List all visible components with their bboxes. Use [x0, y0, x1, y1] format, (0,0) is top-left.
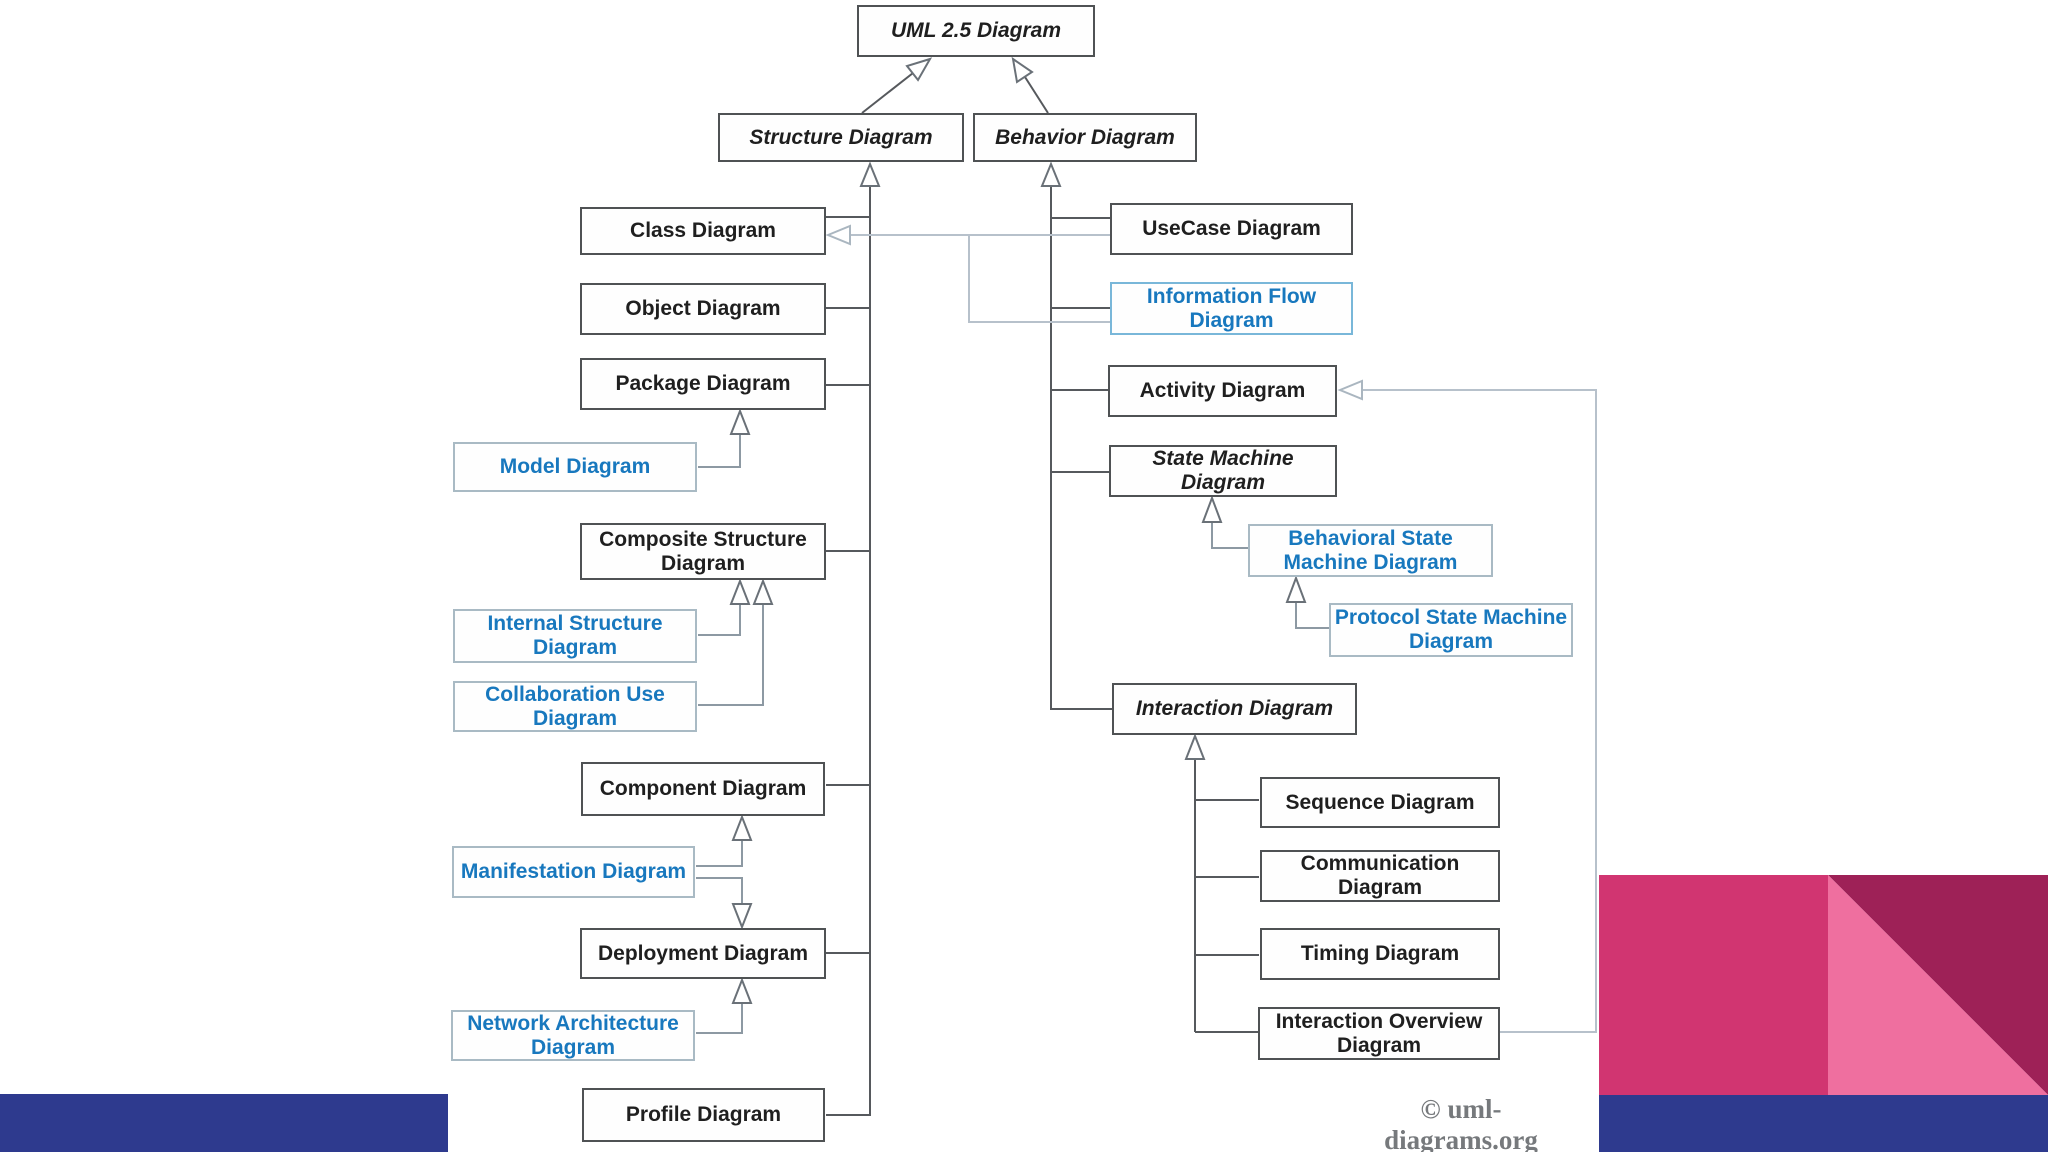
node-label: Timing Diagram — [1300, 942, 1460, 965]
node-component-diagram: Component Diagram — [581, 762, 825, 816]
pink-square-decoration — [1599, 875, 1828, 1095]
aux-connector-lines — [696, 435, 1329, 1034]
node-profile-diagram: Profile Diagram — [582, 1088, 825, 1142]
node-label: Protocol State Machine Diagram — [1334, 606, 1568, 653]
node-label: Communication Diagram — [1300, 852, 1460, 899]
generalization-arrowheads — [729, 56, 1307, 1004]
navy-bar-right — [1599, 1095, 2048, 1152]
arrowhead-into-composite-1 — [729, 578, 751, 605]
node-label: Collaboration Use Diagram — [485, 682, 665, 730]
arrowhead-into-component — [731, 814, 753, 841]
manifestation-to-component-line — [696, 840, 743, 867]
node-label: Composite Structure Diagram — [599, 527, 807, 575]
collaboration-to-composite-line — [698, 605, 764, 706]
node-label: State Machine Diagram — [1152, 447, 1294, 494]
node-protocol-state-machine-diagram: Protocol State Machine Diagram — [1329, 603, 1573, 657]
light-arrowheads — [825, 224, 1363, 401]
arrowhead-into-deployment-bottom — [731, 977, 753, 1004]
arrowhead-into-uml-right — [1011, 56, 1034, 84]
structure-trunk-line — [826, 186, 871, 1116]
node-class-diagram: Class Diagram — [580, 207, 826, 255]
node-label: Object Diagram — [625, 297, 781, 320]
node-label: Interaction Overview Diagram — [1275, 1009, 1483, 1057]
infoflow-to-class-line — [968, 235, 1110, 323]
node-collaboration-use-diagram: Collaboration Use Diagram — [453, 681, 697, 732]
node-label: UseCase Diagram — [1142, 217, 1321, 240]
node-usecase-diagram: UseCase Diagram — [1110, 203, 1353, 255]
structure-branch-lines — [826, 216, 870, 954]
node-activity-diagram: Activity Diagram — [1108, 365, 1337, 417]
node-model-diagram: Model Diagram — [453, 442, 697, 492]
node-sequence-diagram: Sequence Diagram — [1260, 777, 1500, 828]
arrowhead-into-composite-2 — [752, 578, 774, 605]
internal-to-composite-line — [698, 605, 741, 636]
node-label: Behavioral State Machine Diagram — [1283, 526, 1458, 574]
node-interaction-diagram: Interaction Diagram — [1112, 683, 1357, 735]
interaction-children-lines — [1194, 760, 1259, 1033]
node-label: Component Diagram — [599, 777, 807, 800]
node-behavioral-state-machine-diagram: Behavioral State Machine Diagram — [1248, 524, 1493, 577]
manifestation-to-deployment-line — [696, 877, 743, 903]
node-label: Activity Diagram — [1139, 379, 1306, 402]
node-object-diagram: Object Diagram — [580, 283, 826, 335]
node-communication-diagram: Communication Diagram — [1260, 850, 1500, 902]
slide-decorations — [0, 875, 2048, 1152]
behavior-to-uml-line — [1024, 76, 1049, 114]
overview-to-activity-line — [1362, 389, 1597, 1033]
node-internal-structure-diagram: Internal Structure Diagram — [453, 609, 697, 663]
node-uml-2-5-diagram: UML 2.5 Diagram — [857, 5, 1095, 57]
node-package-diagram: Package Diagram — [580, 358, 826, 410]
tree-connector-lines — [826, 72, 1259, 1116]
arrowhead-into-activity — [1337, 379, 1363, 401]
arrowhead-into-package — [729, 408, 751, 435]
node-label: UML 2.5 Diagram — [891, 19, 1061, 42]
node-label: Package Diagram — [615, 372, 791, 395]
node-label: Manifestation Diagram — [460, 860, 687, 883]
navy-bar-left — [0, 1094, 448, 1152]
node-information-flow-diagram: Information Flow Diagram — [1110, 282, 1353, 335]
structure-to-uml-line — [861, 72, 914, 114]
node-label: Sequence Diagram — [1285, 790, 1475, 814]
behavior-branch-lines — [1051, 217, 1110, 473]
arrowhead-into-class — [825, 224, 851, 246]
node-interaction-overview-diagram: Interaction Overview Diagram — [1258, 1007, 1500, 1060]
node-label: Information Flow Diagram — [1146, 284, 1317, 332]
cross-reference-lines — [849, 234, 1597, 1033]
arrowhead-into-behavioral-sm — [1285, 575, 1307, 603]
node-label: Class Diagram — [630, 219, 776, 242]
network-to-deployment-line — [696, 1004, 743, 1034]
node-composite-structure-diagram: Composite Structure Diagram — [580, 523, 826, 580]
node-network-architecture-diagram: Network Architecture Diagram — [451, 1010, 695, 1061]
copyright-text: © uml-diagrams.org — [1384, 1094, 1538, 1152]
node-label: Structure Diagram — [749, 125, 933, 149]
node-label: Behavior Diagram — [995, 125, 1175, 149]
node-timing-diagram: Timing Diagram — [1260, 928, 1500, 980]
arrowhead-into-state-machine — [1201, 495, 1223, 523]
node-structure-diagram: Structure Diagram — [718, 113, 964, 162]
arrowhead-into-behavior — [1040, 161, 1062, 187]
arrowhead-into-interaction — [1184, 733, 1206, 760]
node-label: Network Architecture Diagram — [467, 1011, 679, 1059]
node-label: Model Diagram — [499, 455, 651, 478]
protocol-sm-to-behavioral-line — [1295, 602, 1329, 629]
node-label: Interaction Diagram — [1135, 697, 1334, 720]
model-to-package-line — [698, 435, 741, 468]
arrowhead-into-uml-left — [905, 57, 933, 82]
arrowhead-into-structure — [859, 161, 881, 187]
node-manifestation-diagram: Manifestation Diagram — [452, 846, 695, 898]
node-deployment-diagram: Deployment Diagram — [580, 928, 826, 979]
arrowhead-into-deployment-top — [731, 903, 753, 930]
behavioral-sm-to-sm-line — [1211, 522, 1248, 549]
node-behavior-diagram: Behavior Diagram — [973, 113, 1197, 162]
node-label: Profile Diagram — [625, 1103, 782, 1126]
light-pink-triangle-decoration — [1828, 875, 2048, 1095]
node-label: Deployment Diagram — [597, 941, 809, 965]
node-state-machine-diagram: State Machine Diagram — [1109, 445, 1337, 497]
behavior-trunk-line — [1050, 186, 1112, 710]
node-label: Internal Structure Diagram — [487, 612, 663, 659]
